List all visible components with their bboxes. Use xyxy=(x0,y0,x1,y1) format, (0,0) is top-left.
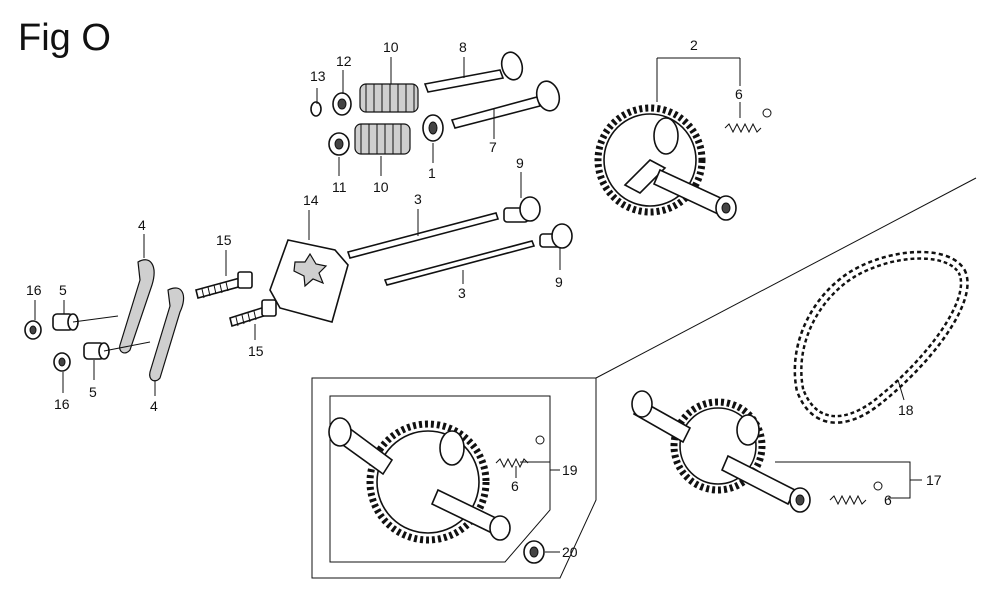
tappet-lower xyxy=(539,223,573,249)
label-16-upper: 16 xyxy=(26,282,42,298)
label-9-lower: 9 xyxy=(555,274,563,290)
decomp-spring-upper xyxy=(724,108,772,134)
inset-camshaft-gear xyxy=(328,417,511,544)
label-14: 14 xyxy=(303,192,319,208)
valve-spring-upper xyxy=(359,83,419,113)
label-13: 13 xyxy=(310,68,326,84)
intake-valve xyxy=(423,51,524,93)
label-7: 7 xyxy=(489,139,497,155)
label-4-upper: 4 xyxy=(138,217,146,233)
divider-line xyxy=(595,177,977,379)
bearing-washer-20 xyxy=(523,540,545,564)
part-labels: 13 12 10 8 2 6 7 11 10 1 9 3 14 15 4 3 9… xyxy=(26,37,942,560)
label-1: 1 xyxy=(428,165,436,181)
label-20: 20 xyxy=(562,544,578,560)
label-6-inset: 6 xyxy=(511,478,519,494)
exhaust-valve xyxy=(450,80,561,129)
valve-spring-lower xyxy=(354,123,411,155)
rocker-pivot-lower xyxy=(83,342,110,360)
label-3-lower: 3 xyxy=(458,285,466,301)
label-4-lower: 4 xyxy=(150,398,158,414)
push-rod-lower xyxy=(383,240,536,286)
decomp-spring-lower xyxy=(829,481,883,506)
label-3-upper: 3 xyxy=(414,191,422,207)
push-rod-upper xyxy=(346,212,500,259)
label-8: 8 xyxy=(459,39,467,55)
label-15-lower: 15 xyxy=(248,343,264,359)
label-5-upper: 5 xyxy=(59,282,67,298)
label-16-lower: 16 xyxy=(54,396,70,412)
label-18: 18 xyxy=(898,402,914,418)
rocker-pivot-bolt-lower xyxy=(229,299,277,328)
spring-retainer-12 xyxy=(332,92,352,116)
label-10-upper: 10 xyxy=(383,39,399,55)
tappet-upper xyxy=(503,196,541,223)
label-10-lower: 10 xyxy=(373,179,389,195)
label-9-upper: 9 xyxy=(516,155,524,171)
inset-frame xyxy=(311,377,597,579)
rocker-plate xyxy=(269,239,349,323)
rocker-arm-lower xyxy=(149,287,185,382)
label-19: 19 xyxy=(562,462,578,478)
label-6-upper: 6 xyxy=(735,86,743,102)
camshaft-sprocket-assembly xyxy=(631,390,811,513)
valve-seat-1 xyxy=(422,114,444,142)
rocker-arm-upper xyxy=(119,259,155,354)
timing-chain xyxy=(793,250,969,424)
rocker-pivot-bolt-upper xyxy=(195,271,253,299)
camshaft-gear-assembly xyxy=(594,104,737,221)
lock-nut-lower xyxy=(53,352,71,372)
valve-cotter-13 xyxy=(310,101,322,117)
label-15-upper: 15 xyxy=(216,232,232,248)
lock-nut-upper xyxy=(24,320,42,340)
label-11: 11 xyxy=(332,179,347,195)
rocker-pivot-upper xyxy=(52,313,79,331)
leader-lines xyxy=(34,57,922,553)
label-5-lower: 5 xyxy=(89,384,97,400)
figure-title: Fig O xyxy=(18,17,111,59)
spring-retainer-11 xyxy=(328,132,350,156)
label-2: 2 xyxy=(690,37,698,53)
label-12: 12 xyxy=(336,53,352,69)
label-6-lower: 6 xyxy=(884,492,892,508)
label-17: 17 xyxy=(926,472,942,488)
